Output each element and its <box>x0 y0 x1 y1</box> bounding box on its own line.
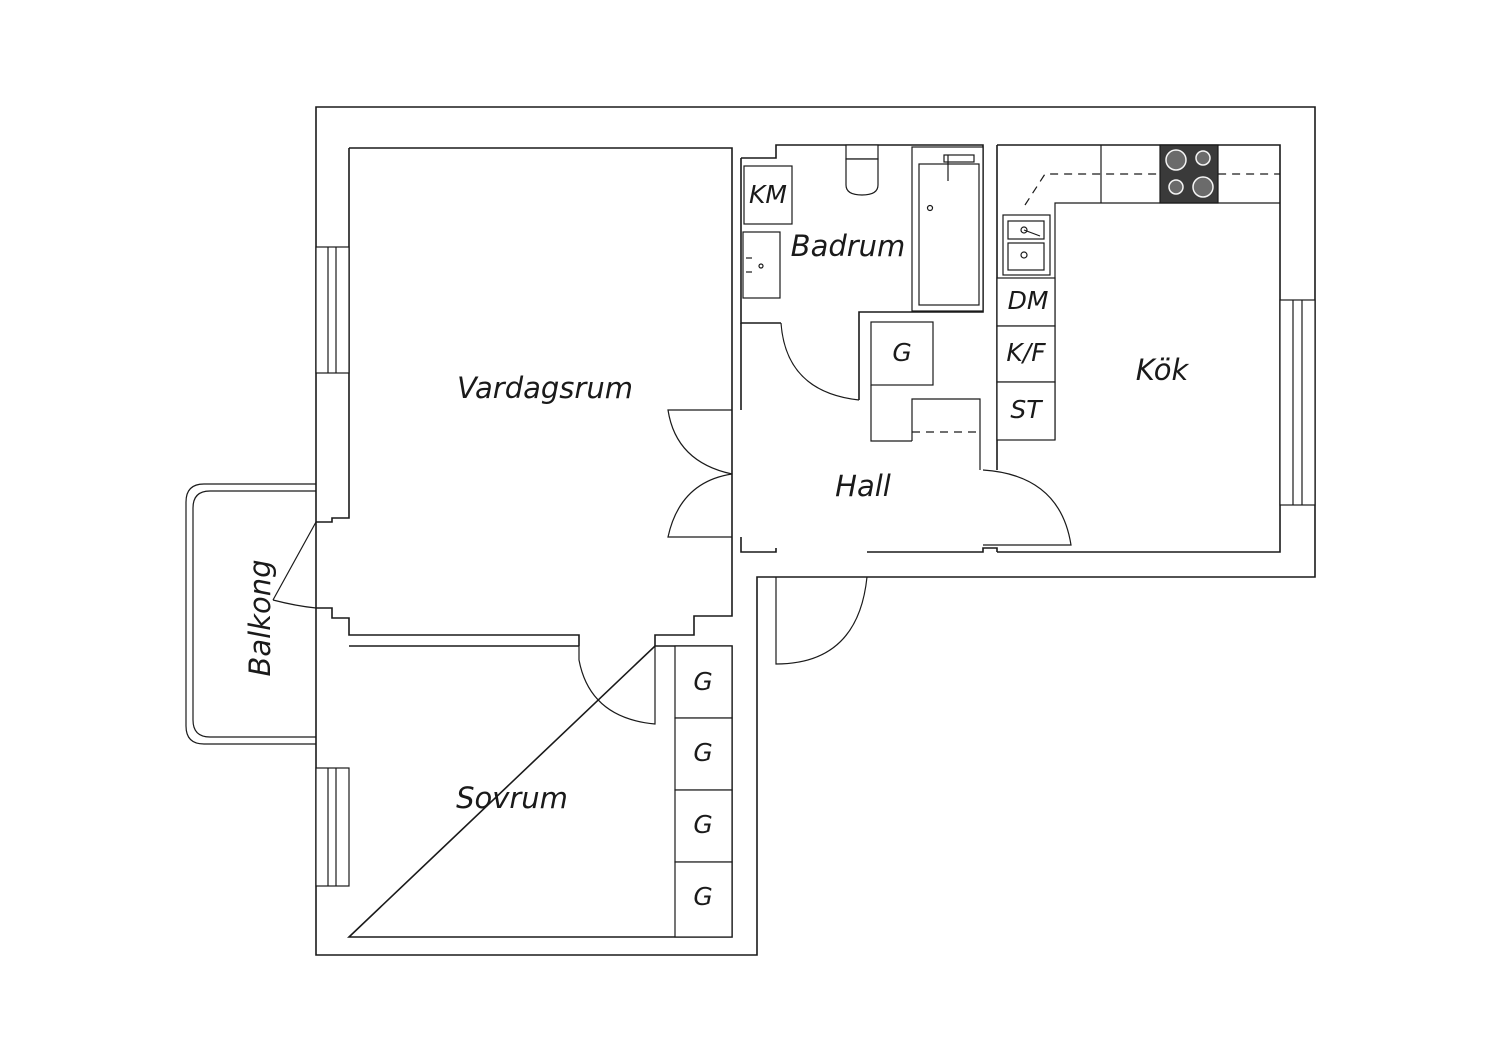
storage-label: ST <box>1010 395 1043 424</box>
kitchen-label: Kök <box>1136 353 1190 387</box>
living-room-label: Vardagsrum <box>457 371 633 405</box>
bathroom-sink <box>742 231 781 299</box>
bedroom-wardrobe-label-3: G <box>693 810 712 839</box>
hall-wardrobe-label: G <box>892 338 911 367</box>
balcony <box>185 483 316 745</box>
bedroom-wardrobes <box>674 645 733 938</box>
hall-storage <box>870 385 981 470</box>
hall-outline <box>740 323 998 553</box>
balcony-door <box>272 521 317 609</box>
fridge-freezer-label: K/F <box>1006 338 1046 367</box>
toilet <box>845 144 879 196</box>
kitchen-door <box>982 469 1072 546</box>
bedroom-label: Sovrum <box>456 781 568 815</box>
bathroom-label: Badrum <box>791 229 906 263</box>
hall-wardrobe-box <box>870 321 934 386</box>
balcony-label: Balkong <box>243 559 277 676</box>
washing-machine-label: KM <box>749 180 787 209</box>
dishwasher-label: DM <box>1008 286 1049 315</box>
bedroom-wardrobe-label-2: G <box>693 738 712 767</box>
kitchen-appliances <box>996 277 1056 441</box>
bedroom-door <box>578 646 656 725</box>
washing-machine-box <box>743 165 793 225</box>
bathtub <box>911 146 984 312</box>
living-room-window <box>315 246 350 374</box>
living-room-outline <box>316 147 733 646</box>
kitchen-sink <box>1002 214 1051 276</box>
bathroom-door <box>780 322 860 401</box>
bedroom-window <box>315 767 350 887</box>
bedroom-wardrobe-label-4: G <box>693 882 712 911</box>
bedroom-wardrobe-label-1: G <box>693 667 712 696</box>
outer-wall <box>315 106 1316 956</box>
stove <box>1159 144 1219 204</box>
hall-label: Hall <box>835 469 891 503</box>
entrance-door <box>775 576 868 665</box>
kitchen-window <box>1279 299 1316 506</box>
hall-double-doors <box>667 409 733 538</box>
kitchen-wall-cabinets <box>1024 173 1280 206</box>
